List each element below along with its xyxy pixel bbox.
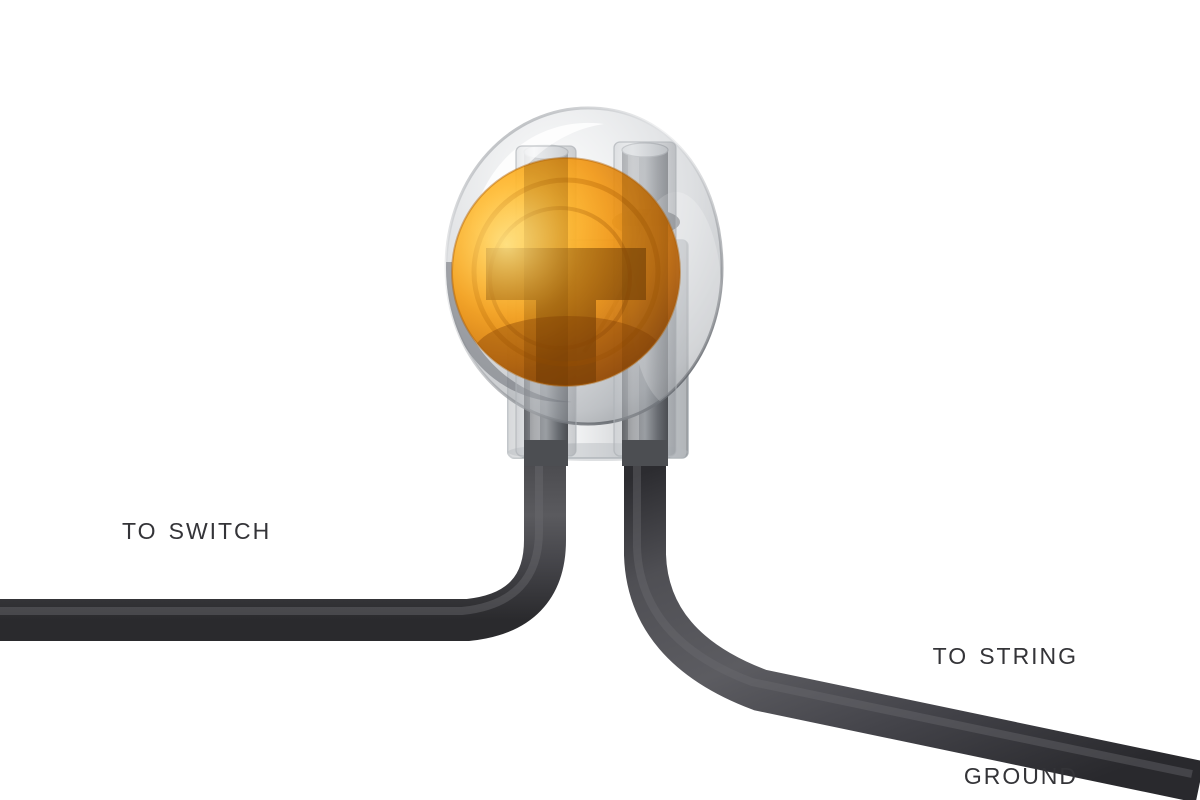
wire-to-switch — [0, 430, 566, 641]
wire-to-string-ground — [624, 430, 1200, 800]
lead-stub-right — [622, 440, 668, 466]
wire-to-string-ground-highlight — [633, 422, 1193, 778]
wire-to-string-ground-group — [624, 422, 1200, 800]
label-to-switch: To Switch — [122, 509, 272, 546]
wire-to-switch-group — [0, 421, 566, 641]
emitter-outline — [451, 157, 681, 387]
label-to-string-ground-line1: To String — [932, 633, 1078, 671]
label-to-string-ground: To String Ground — [933, 552, 1078, 800]
lead-stub-left — [524, 440, 568, 466]
led-assembly — [444, 106, 724, 466]
label-to-string-ground-line2: Ground — [963, 754, 1078, 792]
emitter-glow — [452, 158, 680, 386]
dome-shadow-lower-left — [446, 262, 572, 403]
wire-to-switch-highlight — [0, 421, 543, 615]
